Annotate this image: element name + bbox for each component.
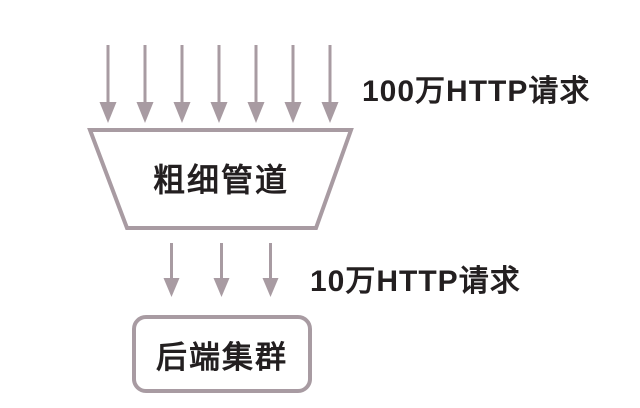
funnel-label: 粗细管道	[152, 162, 289, 198]
down-arrow-icon	[213, 243, 229, 297]
down-arrow-icon	[284, 45, 302, 123]
down-arrow-icon	[210, 45, 228, 123]
down-arrow-icon	[99, 45, 117, 123]
down-arrow-icon	[247, 45, 265, 123]
down-arrow-icon	[321, 45, 339, 123]
down-arrow-icon	[262, 243, 279, 297]
outgoing-arrows	[163, 243, 279, 297]
down-arrow-icon	[163, 243, 180, 297]
outgoing-requests-label: 10万HTTP请求	[310, 265, 521, 298]
incoming-requests-label: 100万HTTP请求	[362, 75, 591, 108]
backend-cluster-box: 后端集群	[132, 315, 312, 393]
incoming-arrows	[99, 45, 339, 123]
backend-cluster-label: 后端集群	[156, 339, 288, 375]
funnel-trapezoid-shape	[87, 128, 354, 230]
down-arrow-icon	[173, 45, 191, 123]
trapezoid-outline	[87, 128, 354, 230]
down-arrow-icon	[136, 45, 154, 123]
